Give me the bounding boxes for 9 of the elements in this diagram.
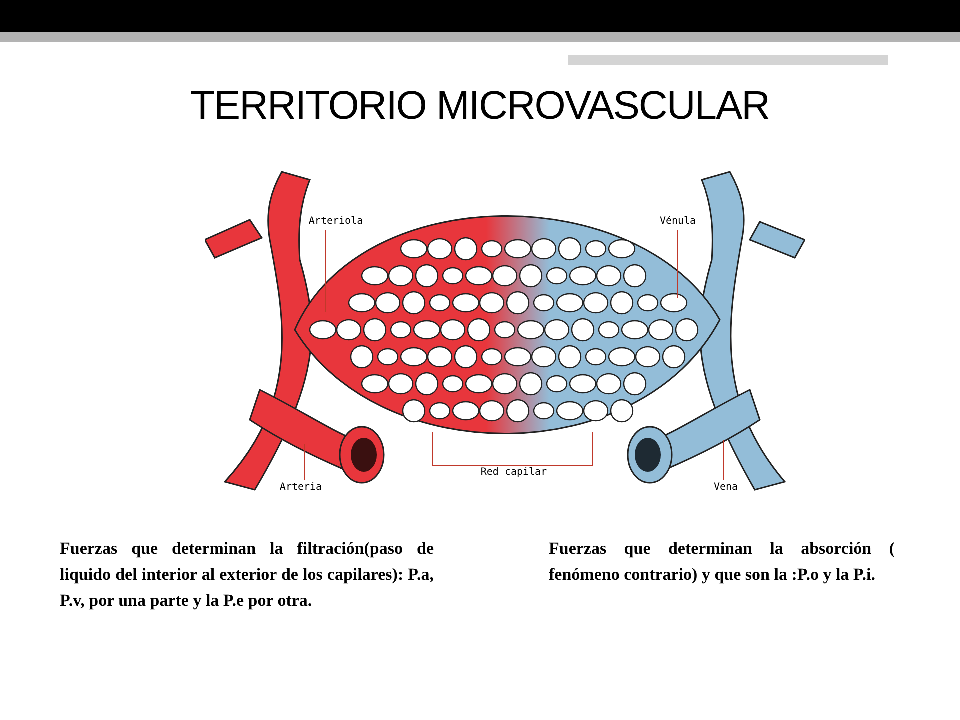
paragraph: Fuerzas que determinan la absorción ( fenómeno contrario) y que son la :P.o y la P.i. — [549, 538, 895, 586]
slide-title: TERRITORIO MICROVASCULAR — [189, 83, 771, 130]
part-label: Vena — [706, 480, 746, 496]
part-label: Arteria — [272, 480, 330, 496]
part-label: Red capilar — [480, 466, 548, 480]
paragraph: Fuerzas que determinan la filtración(paso de liquido del interior al exterior de los capilares): P.a, P.v, por una parte y la P.e por otra. — [60, 538, 434, 612]
leader-line — [304, 444, 306, 480]
part-label: Arteriola — [304, 214, 368, 230]
part-label: Vénula — [650, 214, 706, 230]
